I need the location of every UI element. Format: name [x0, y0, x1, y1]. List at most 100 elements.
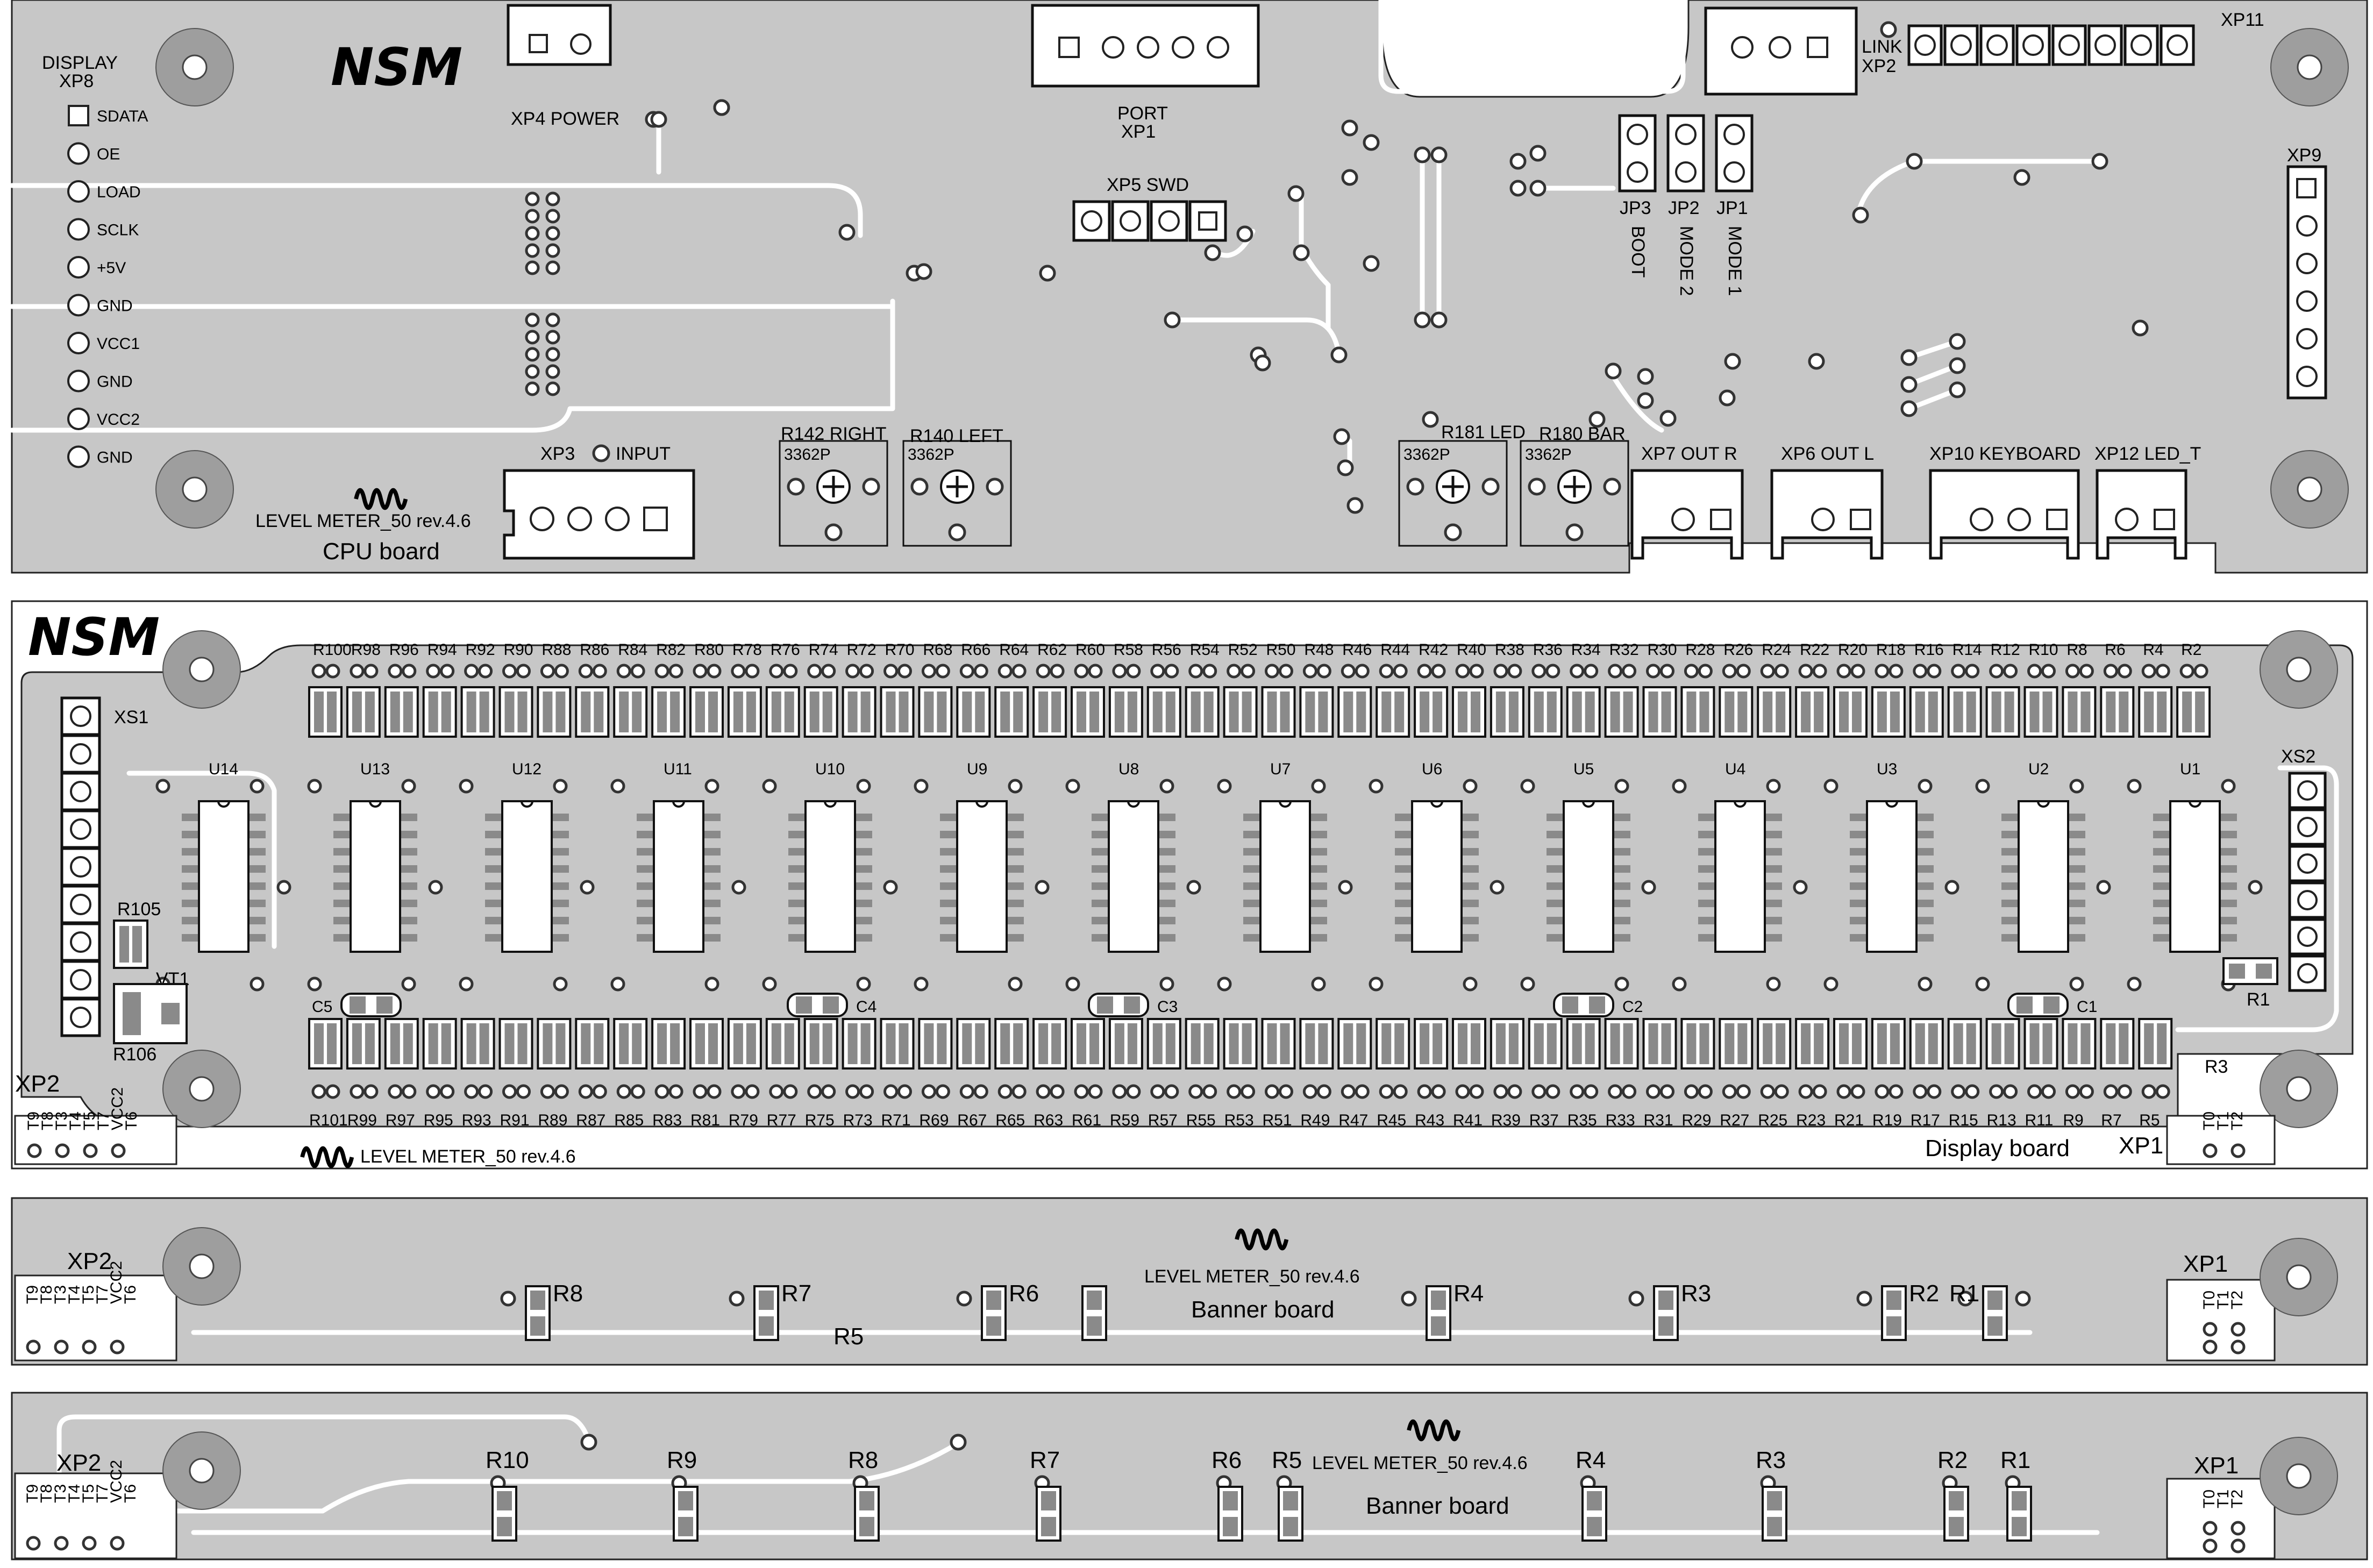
via [1965, 1084, 1980, 1099]
via [525, 330, 540, 345]
via [1302, 1084, 1317, 1099]
via [1605, 362, 1622, 380]
ic-pin [1698, 831, 1719, 838]
via [578, 1084, 593, 1099]
via [545, 364, 560, 379]
ic-pin [940, 814, 960, 821]
header-pin-label: T8 [38, 1484, 55, 1503]
resistor-label: R16 [1914, 641, 1944, 659]
resistor-label: R81 [690, 1111, 720, 1129]
via [2155, 664, 2170, 679]
smd-resistor-pad [1610, 1023, 1620, 1064]
via [1159, 779, 1174, 794]
r142-label: R142 RIGHT [781, 424, 887, 444]
banner-resistor-pad [1587, 1491, 1602, 1510]
ic-pin [700, 848, 721, 856]
ic-pin [1243, 900, 1264, 907]
smd-resistor-pad [1242, 1023, 1252, 1064]
ic-pin [1610, 831, 1630, 838]
smd-resistor-pad [441, 1023, 451, 1064]
mounting-hole [2260, 630, 2338, 709]
smd-resistor-pad [670, 1023, 680, 1064]
header-pin-label: VCC2 [108, 1261, 125, 1304]
header-pin-label: T7 [94, 1484, 111, 1503]
xp2-link-pin [1769, 36, 1791, 59]
resistor-label: R2 [1909, 1280, 1939, 1307]
ic-notch [1127, 801, 1140, 808]
smd-resistor-pad [822, 1023, 832, 1064]
trimmer-pin [1565, 523, 1584, 541]
via [545, 226, 560, 241]
ic-pin [1458, 831, 1479, 838]
ic-pin [245, 934, 266, 942]
output-connector-pin [1850, 509, 1871, 530]
capacitor-label: C2 [1622, 998, 1643, 1016]
via [440, 1084, 455, 1099]
smd-resistor-pad [1229, 692, 1239, 732]
link-label: LINK [1862, 37, 1902, 57]
via [1918, 779, 1933, 794]
via [1074, 664, 1089, 679]
ic-pin [1610, 848, 1630, 856]
ic-pin [700, 900, 721, 907]
cpu-board-outline [11, 0, 2368, 574]
ic-body [1866, 800, 1918, 953]
resistor-label: R50 [1266, 641, 1296, 659]
via [1641, 880, 1656, 895]
xp8-label: XP8 [59, 71, 94, 91]
resistor-label: R80 [694, 641, 724, 659]
ic-pin [1307, 848, 1327, 856]
resistor-label: R99 [347, 1111, 377, 1129]
smd-resistor-pad [1381, 692, 1392, 732]
via [1570, 664, 1585, 679]
via [915, 263, 932, 280]
via [821, 1084, 836, 1099]
resistor-label: R34 [1571, 641, 1601, 659]
banner-resistor-pad [1658, 1316, 1673, 1336]
via [2065, 1084, 2080, 1099]
ic-pin [1610, 900, 1630, 907]
resistor-label: R100 [313, 641, 352, 659]
jp2-function-label: MODE 2 [1676, 226, 1697, 296]
via [838, 224, 856, 241]
xp8-pin [67, 369, 90, 393]
via [1875, 664, 1890, 679]
ic-pin [1155, 865, 1175, 873]
cpu-board: NSM DISPLAY XP8 SDATAOELOADSCLK+5VGNDVCC… [9, 0, 2368, 574]
cpu-trace [1610, 374, 1664, 433]
smd-resistor-pad [1471, 1023, 1480, 1064]
ic-pin [2153, 917, 2174, 924]
via [478, 1084, 493, 1099]
header-pin-label: T9 [24, 1484, 41, 1503]
resistor-label: R94 [427, 641, 457, 659]
mounting-hole [2270, 28, 2349, 106]
resistor-label: R39 [1491, 1111, 1521, 1129]
via [1493, 1084, 1508, 1099]
banner-resistor-pad [497, 1491, 512, 1510]
via [401, 779, 416, 794]
smd-resistor-pad [479, 692, 489, 732]
smd-resistor-pad [1737, 692, 1748, 732]
resistor-label: R33 [1606, 1111, 1635, 1129]
via [1608, 1084, 1623, 1099]
via [2221, 779, 2236, 794]
smd-resistor-pad [1547, 1023, 1557, 1064]
smd-resistor-pad [1585, 692, 1595, 732]
capacitor-pad [823, 996, 839, 1014]
via [914, 977, 929, 992]
via [914, 779, 929, 794]
ic-pin [1092, 917, 1112, 924]
ic-pin [182, 934, 202, 942]
ic-pin [2065, 848, 2085, 856]
smd-resistor-pad [899, 692, 909, 732]
ic-pin [637, 831, 657, 838]
ic-pin [485, 917, 505, 924]
ic-pin [245, 865, 266, 873]
via [502, 1084, 517, 1099]
via [2141, 664, 2156, 679]
resistor-label: R90 [504, 641, 533, 659]
ic-label: U6 [1422, 760, 1442, 778]
smd-resistor-pad [1433, 1023, 1443, 1064]
